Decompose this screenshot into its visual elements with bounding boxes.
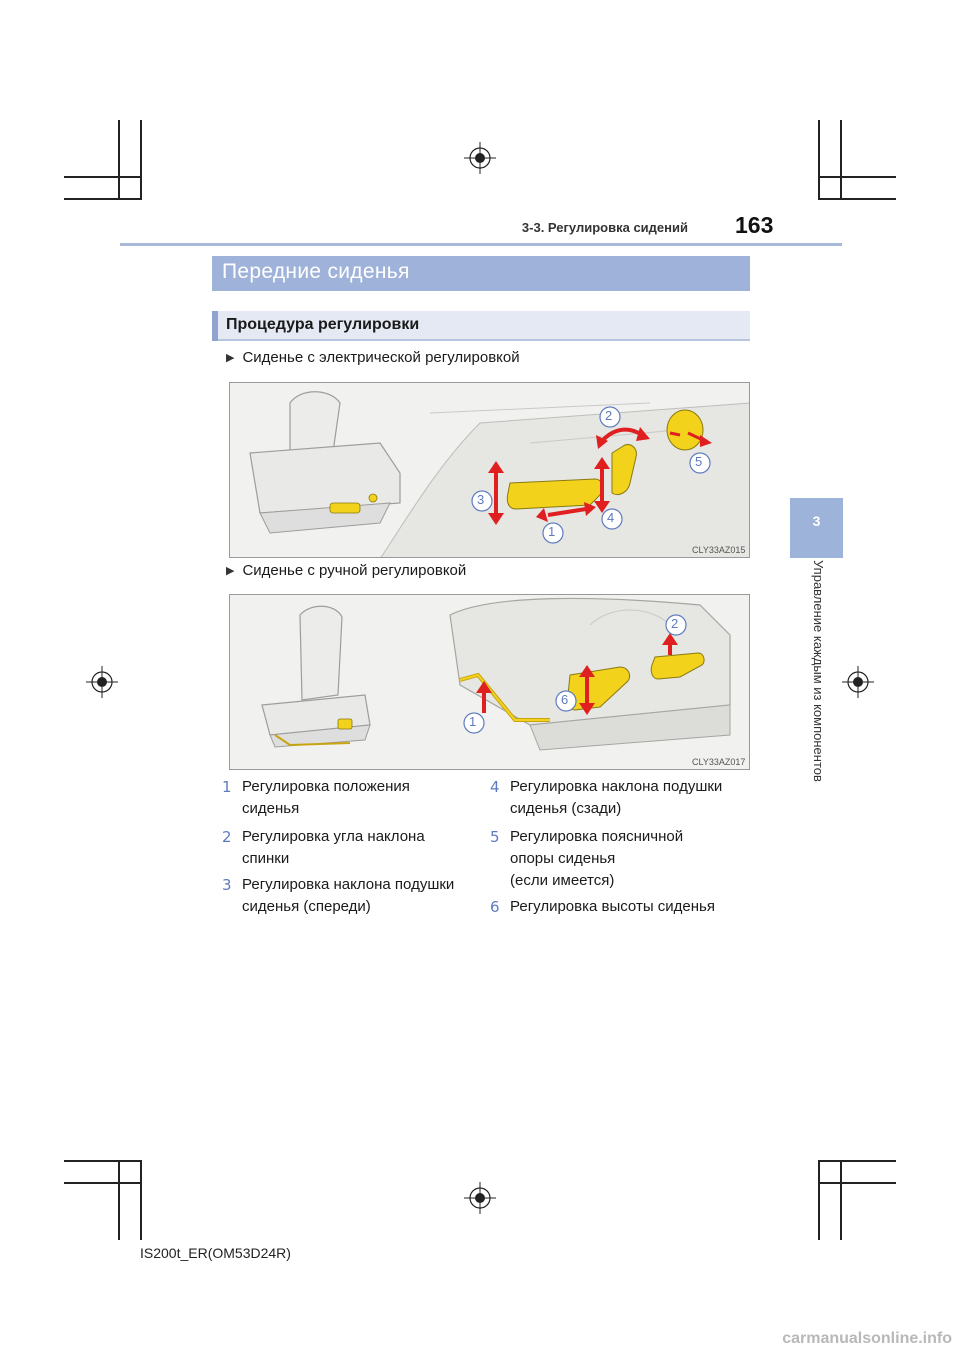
crop-mark	[140, 120, 142, 200]
document-code: IS200t_ER(OM53D24R)	[140, 1245, 291, 1261]
callout-4: 4	[607, 510, 615, 525]
watermark: carmanualsonline.info	[782, 1330, 952, 1347]
legend-number: 2	[222, 828, 232, 846]
legend-item-1: 1 Регулировка положения сиденья	[222, 776, 472, 826]
callout-6: 6	[561, 692, 569, 707]
crop-mark	[818, 120, 820, 200]
legend-item-3: 3 Регулировка наклона подушки сиденья (с…	[222, 874, 472, 924]
manual-seat-figure: 1 2 6 CLY33AZ017	[229, 594, 750, 770]
legend-number: 6	[490, 898, 500, 916]
legend-text: Регулировка наклона подушки сиденья (спе…	[242, 876, 455, 915]
crop-mark	[818, 1160, 820, 1240]
chapter-title: Управление каждым из компонентов	[811, 560, 826, 782]
legend-text: Регулировка положения сиденья	[242, 778, 410, 817]
callout-2: 2	[605, 408, 613, 423]
section-heading: 3-3. Регулировка сидений	[521, 220, 688, 235]
crop-mark	[818, 1182, 896, 1184]
legend-number: 5	[490, 828, 500, 846]
crop-mark	[64, 198, 142, 200]
header-rule	[120, 243, 842, 246]
subtitle-bar	[212, 311, 750, 341]
page-number: 163	[735, 212, 774, 238]
crop-mark	[64, 1160, 142, 1162]
callout-3: 3	[477, 492, 485, 507]
manual-seat-label: ▶ Сиденье с ручной регулировкой	[226, 562, 466, 579]
registration-mark-icon	[842, 666, 874, 698]
legend-number: 1	[222, 778, 232, 796]
page-title: Передние сиденья	[222, 260, 410, 283]
crop-mark	[818, 1160, 896, 1162]
subtitle-accent	[212, 311, 218, 341]
crop-mark	[818, 176, 896, 178]
callout-1: 1	[469, 714, 477, 729]
legend-text: Регулировка наклона подушки сиденья (сза…	[510, 778, 723, 817]
power-seat-figure: 3 2 1 4 5 CLY33AZ015	[229, 382, 750, 558]
manual-seat-label-text: Сиденье с ручной регулировкой	[242, 562, 467, 579]
triangle-bullet-icon: ▶	[226, 352, 235, 364]
crop-mark	[118, 1160, 120, 1240]
power-seat-label-text: Сиденье с электрической регулировкой	[242, 349, 520, 366]
callout-2: 2	[671, 616, 679, 631]
registration-mark-icon	[86, 666, 118, 698]
legend-text: Регулировка высоты сиденья	[510, 898, 715, 915]
title-bar	[212, 256, 750, 291]
triangle-bullet-icon: ▶	[226, 565, 235, 577]
legend-number: 3	[222, 876, 232, 894]
registration-mark-icon	[464, 1182, 496, 1214]
subtitle: Процедура регулировки	[226, 316, 420, 333]
legend-item-4: 4 Регулировка наклона подушки сиденья (с…	[490, 776, 750, 826]
crop-mark	[840, 120, 842, 200]
figure-code: CLY33AZ017	[692, 757, 746, 767]
legend-text: Регулировка угла наклона спинки	[242, 828, 425, 867]
power-seat-illustration	[249, 391, 749, 557]
crop-mark	[140, 1160, 142, 1240]
legend-item-5: 5 Регулировка поясничной опоры сиденья (…	[490, 826, 750, 896]
legend-item-6: 6 Регулировка высоты сиденья	[490, 896, 750, 926]
figure-code: CLY33AZ015	[692, 545, 746, 555]
crop-mark	[818, 198, 896, 200]
chapter-number: 3	[812, 513, 821, 529]
crop-mark	[64, 1182, 142, 1184]
registration-mark-icon	[464, 142, 496, 174]
chapter-tab	[790, 498, 843, 558]
legend-item-2: 2 Регулировка угла наклона спинки	[222, 826, 472, 876]
callout-1: 1	[548, 524, 556, 539]
manual-seat-illustration	[261, 597, 731, 751]
crop-mark	[840, 1160, 842, 1240]
crop-mark	[64, 176, 142, 178]
crop-mark	[118, 120, 120, 200]
power-seat-label: ▶ Сиденье с электрической регулировкой	[226, 349, 520, 366]
legend-number: 4	[490, 778, 500, 796]
legend-text: Регулировка поясничной опоры сиденья (ес…	[510, 828, 684, 889]
callout-5: 5	[695, 454, 703, 469]
